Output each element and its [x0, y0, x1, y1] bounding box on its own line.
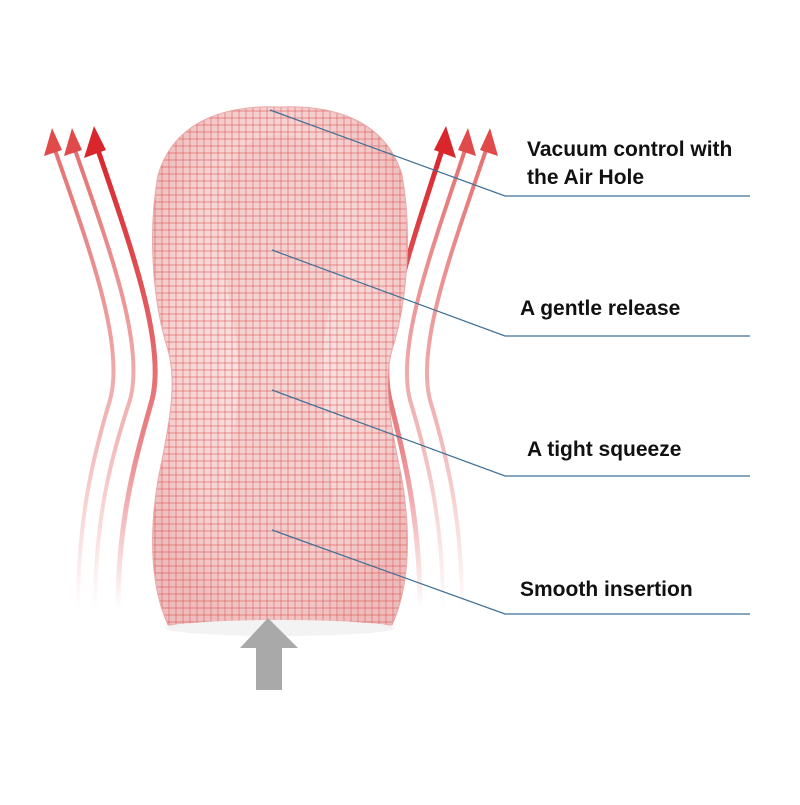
arrowhead-icon	[84, 126, 106, 158]
airflow-arrow-icon	[95, 149, 158, 611]
callout-line-squeeze	[271, 389, 750, 477]
callout-label-vacuum-line1: Vacuum control with	[527, 138, 733, 161]
right-airflow-arrows	[384, 126, 498, 611]
up-arrow-icon	[240, 618, 298, 690]
airflow-arrow-icon	[384, 149, 445, 611]
product-body	[152, 106, 408, 636]
arrowhead-icon	[434, 126, 456, 158]
arrowhead-icon	[458, 128, 476, 156]
airflow-arrow-icon	[73, 149, 136, 611]
callout-label-vacuum-line2: the Air Hole	[527, 166, 645, 189]
callout-label-vacuum: Vacuum control with the Air Hole	[527, 136, 732, 192]
arrowhead-icon	[64, 128, 82, 156]
grid-mesh	[152, 106, 408, 625]
callout-line-release	[271, 249, 750, 337]
callout-label-insertion: Smooth insertion	[520, 578, 693, 601]
callout-line-insertion	[271, 529, 750, 615]
callout-lines	[269, 109, 750, 615]
airflow-arrow-icon	[53, 149, 116, 611]
airflow-arrow-icon	[404, 149, 467, 611]
callout-label-squeeze: A tight squeeze	[527, 438, 682, 461]
callout-label-release: A gentle release	[520, 297, 681, 320]
left-airflow-arrows	[44, 126, 158, 611]
callout-line-vacuum	[269, 109, 750, 197]
arrowhead-icon	[44, 128, 62, 156]
airflow-arrow-icon	[424, 149, 488, 611]
arrowhead-icon	[480, 128, 498, 156]
